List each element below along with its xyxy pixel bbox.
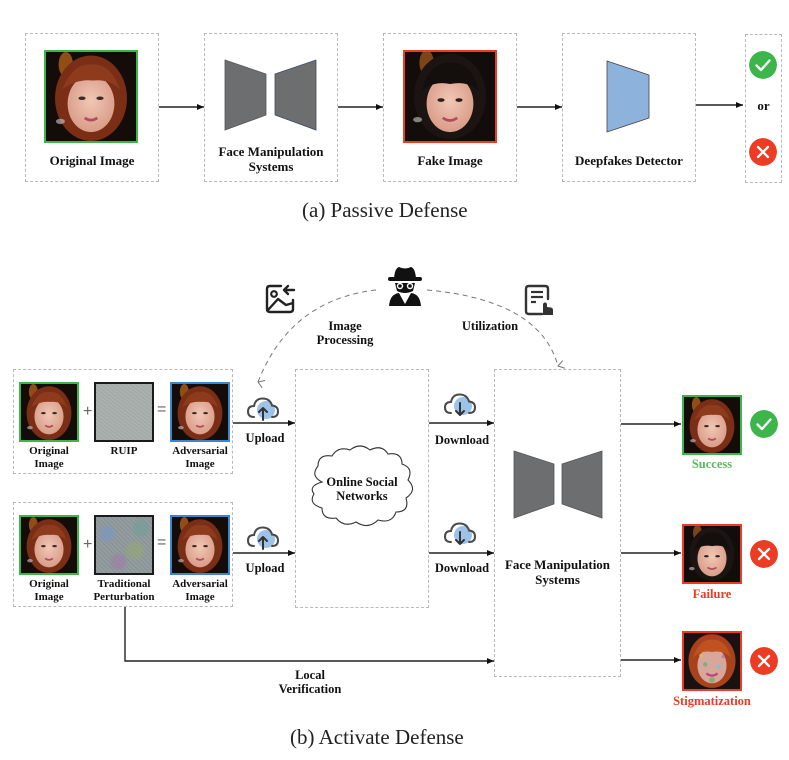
row2-adversarial-image (170, 515, 230, 575)
row2-upload-label: Upload (245, 561, 285, 575)
spy-icon (388, 267, 422, 306)
cross-circle-icon (750, 647, 778, 675)
traditional-perturbation-label: Traditional Perturbation (93, 578, 155, 603)
passive-fake-label: Fake Image (417, 153, 483, 168)
row2-original-label: Original Image (29, 578, 69, 603)
osn-box (295, 369, 429, 608)
osn-cloud (311, 445, 414, 527)
stigmatization-image (682, 631, 742, 691)
utilization-label: Utilization (461, 319, 519, 333)
passive-caption: (a) Passive Defense (302, 198, 468, 222)
ruip-perturbation (94, 382, 154, 442)
image-import-icon (265, 284, 296, 314)
active-caption: (b) Activate Defense (290, 725, 464, 749)
passive-original-label: Original Image (49, 153, 135, 168)
equals-sign: = (157, 401, 167, 418)
cross-circle-icon (750, 540, 778, 568)
arc-to-manipulation (426, 289, 566, 369)
passive-manipulation-label: Face Manipulation Systems (218, 144, 324, 174)
row2-download-label: Download (434, 561, 490, 575)
active-manipulation-box (494, 369, 621, 677)
local-verification-label: Local Verification (278, 668, 342, 697)
passive-original-box (25, 33, 159, 182)
decoder-shape (274, 59, 317, 131)
passive-manipulation-network (224, 59, 317, 131)
row1-original-image (19, 382, 79, 442)
check-circle-icon (750, 410, 778, 438)
image-processing-label: Image Processing (316, 319, 374, 348)
document-click-icon (524, 284, 553, 316)
arrow-local-verification (124, 607, 494, 664)
detector-shape (606, 60, 650, 133)
active-manipulation-network (513, 450, 603, 519)
stigmatization-label: Stigmatization (673, 694, 751, 708)
row1-upload-label: Upload (245, 431, 285, 445)
failure-image (682, 524, 742, 584)
encoder-shape (224, 59, 267, 131)
row1-adversarial-label: Adversarial Image (172, 445, 228, 470)
row1-download-label: Download (434, 433, 490, 447)
passive-detector-label: Deepfakes Detector (575, 153, 683, 168)
passive-fake-box (383, 33, 517, 182)
traditional-perturbation (94, 515, 154, 575)
passive-fake-image (403, 50, 497, 143)
success-image (682, 395, 742, 455)
passive-manipulation-box (204, 33, 338, 182)
ruip-group-box (13, 369, 233, 474)
passive-original-image (44, 50, 138, 143)
plus-sign: + (83, 403, 93, 420)
or-label: or (757, 98, 770, 113)
success-label: Success (691, 457, 733, 471)
osn-label: Online Social Networks (326, 475, 398, 504)
encoder-shape (513, 450, 555, 519)
passive-detector-box (562, 33, 696, 182)
row1-adversarial-image (170, 382, 230, 442)
plus-sign: + (83, 536, 93, 553)
row2-original-image (19, 515, 79, 575)
ruip-label: RUIP (110, 445, 138, 457)
failure-label: Failure (692, 587, 732, 601)
passive-arrows (159, 102, 743, 110)
passive-result-box (745, 34, 782, 183)
row2-adversarial-label: Adversarial Image (172, 578, 228, 603)
decoder-shape (561, 450, 603, 519)
detector-network (606, 60, 650, 133)
equals-sign: = (157, 534, 167, 551)
traditional-group-box (13, 502, 233, 607)
row1-original-label: Original Image (29, 445, 69, 470)
active-manipulation-label: Face Manipulation Systems (504, 557, 611, 587)
arc-to-upload (257, 289, 377, 389)
